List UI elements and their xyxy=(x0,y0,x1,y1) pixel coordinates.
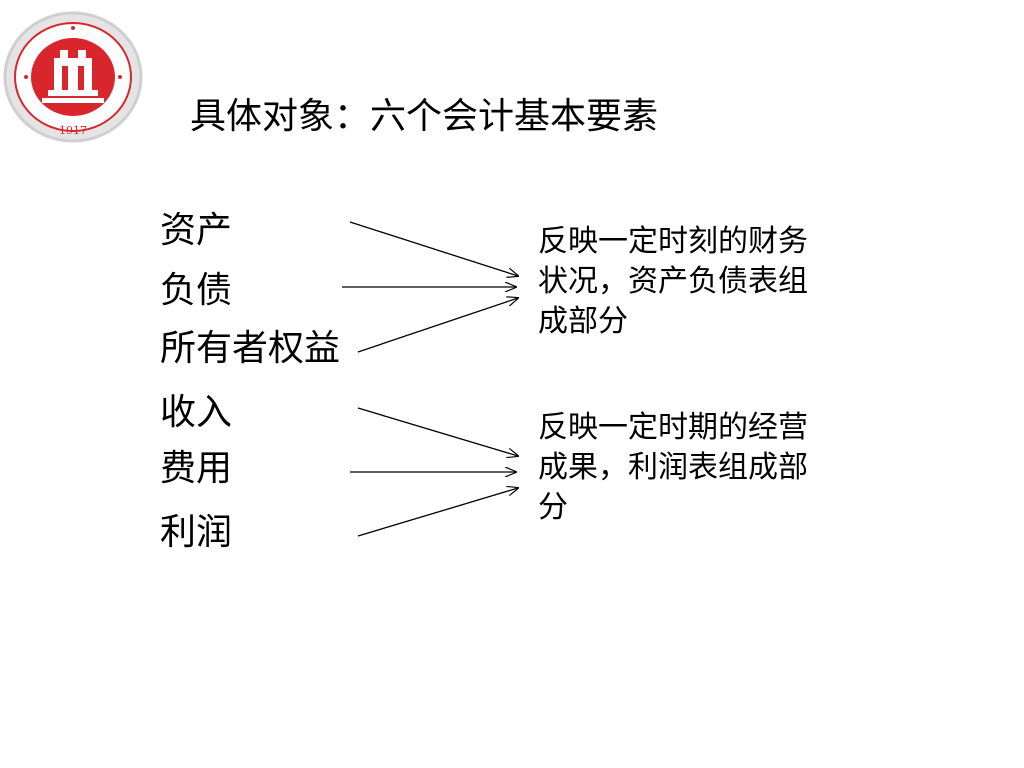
element-revenue: 收入 xyxy=(160,392,233,433)
description-line: 反映一定时刻的财务 xyxy=(538,224,808,259)
element-expenses: 费用 xyxy=(160,448,233,489)
arrow-revenue xyxy=(357,407,518,456)
element-liabilities: 负债 xyxy=(160,270,233,311)
description-line: 分 xyxy=(538,490,568,525)
description-line: 反映一定时期的经营 xyxy=(538,410,808,445)
arrow-owners-equity xyxy=(357,298,518,353)
description-line: 成果，利润表组成部 xyxy=(538,450,808,485)
element-profit: 利润 xyxy=(160,512,233,553)
arrow-assets xyxy=(349,221,518,276)
element-assets: 资产 xyxy=(160,210,233,251)
logo-seal-icon: 1917 xyxy=(3,11,143,143)
income-statement-description: 反映一定时期的经营 成果，利润表组成部 分 xyxy=(538,408,858,528)
arrow-profit xyxy=(357,488,518,537)
description-line: 成部分 xyxy=(538,304,628,339)
university-logo: 1917 xyxy=(2,10,144,144)
element-owners-equity: 所有者权益 xyxy=(160,328,341,369)
logo-year: 1917 xyxy=(59,124,87,137)
balance-sheet-description: 反映一定时刻的财务 状况，资产负债表组 成部分 xyxy=(538,222,858,342)
page-title: 具体对象：六个会计基本要素 xyxy=(190,96,659,137)
description-line: 状况，资产负债表组 xyxy=(538,264,808,299)
